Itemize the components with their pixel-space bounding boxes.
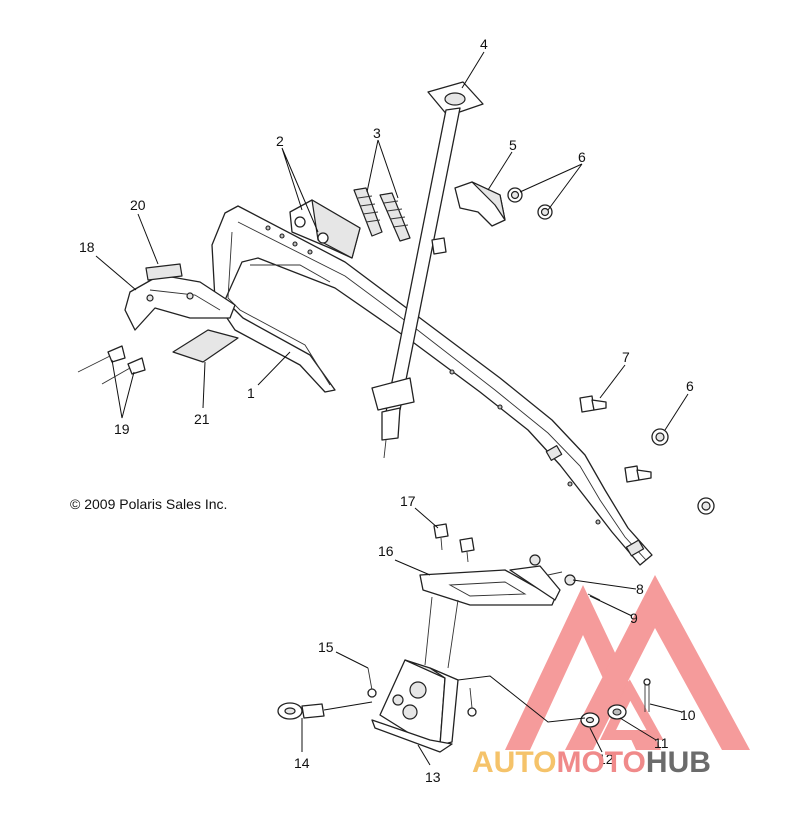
- copyright-notice: © 2009 Polaris Sales Inc.: [70, 496, 228, 512]
- part-14-eye-bolt: [277, 701, 373, 720]
- callout-6b: 6: [686, 378, 694, 394]
- callout-4: 4: [480, 36, 488, 52]
- callout-12: 12: [598, 751, 614, 767]
- watermark-auto: AUTO: [472, 746, 557, 779]
- callout-6a: 6: [578, 149, 586, 165]
- part-16-mounting-plate: [419, 565, 561, 606]
- part-13-lower-bracket: [371, 659, 459, 753]
- callout-labels: 1 2 3 4 5 6 6 7 8 9 10 11 12 13 14 15 16…: [79, 36, 696, 785]
- part-6-nuts: [507, 187, 715, 515]
- part-2-handlebar-clamp: [289, 199, 361, 259]
- watermark-hub: HUB: [645, 746, 711, 779]
- leader-lines: [95, 51, 689, 766]
- part-18-bracket: [124, 274, 236, 331]
- part-7-bolts: [579, 395, 652, 483]
- column-lines: [424, 596, 459, 669]
- callout-2: 2: [276, 133, 284, 149]
- callout-7: 7: [622, 349, 630, 365]
- callout-17: 17: [400, 493, 416, 509]
- callout-16: 16: [378, 543, 394, 559]
- part-15-pin: [367, 667, 377, 698]
- callout-20: 20: [130, 197, 146, 213]
- callout-13: 13: [425, 769, 441, 785]
- part-19-rivets: [77, 345, 146, 385]
- callout-10: 10: [680, 707, 696, 723]
- callout-3: 3: [373, 125, 381, 141]
- part-4-steering-post: [371, 81, 484, 459]
- part-21-label: [172, 329, 239, 363]
- callout-9: 9: [630, 610, 638, 626]
- callout-14: 14: [294, 755, 310, 771]
- callout-15: 15: [318, 639, 334, 655]
- part-1-handlebar-frame: [211, 205, 653, 566]
- part-3-clips: [353, 187, 411, 242]
- callout-1: 1: [247, 385, 255, 401]
- watermark-text: AUTOMOTOHUB: [472, 746, 711, 780]
- callout-21: 21: [194, 411, 210, 427]
- part-10-11-12-hardware: [457, 675, 651, 728]
- callout-18: 18: [79, 239, 95, 255]
- callout-5: 5: [509, 137, 517, 153]
- part-5-bracket: [454, 181, 506, 227]
- bracket-fastener: [467, 687, 477, 717]
- part-20-pad: [145, 263, 183, 281]
- watermark-moto: MOTO: [556, 746, 646, 779]
- part-17-bolts: [433, 523, 475, 563]
- callout-8: 8: [636, 581, 644, 597]
- callout-11: 11: [654, 735, 669, 751]
- callout-19: 19: [114, 421, 130, 437]
